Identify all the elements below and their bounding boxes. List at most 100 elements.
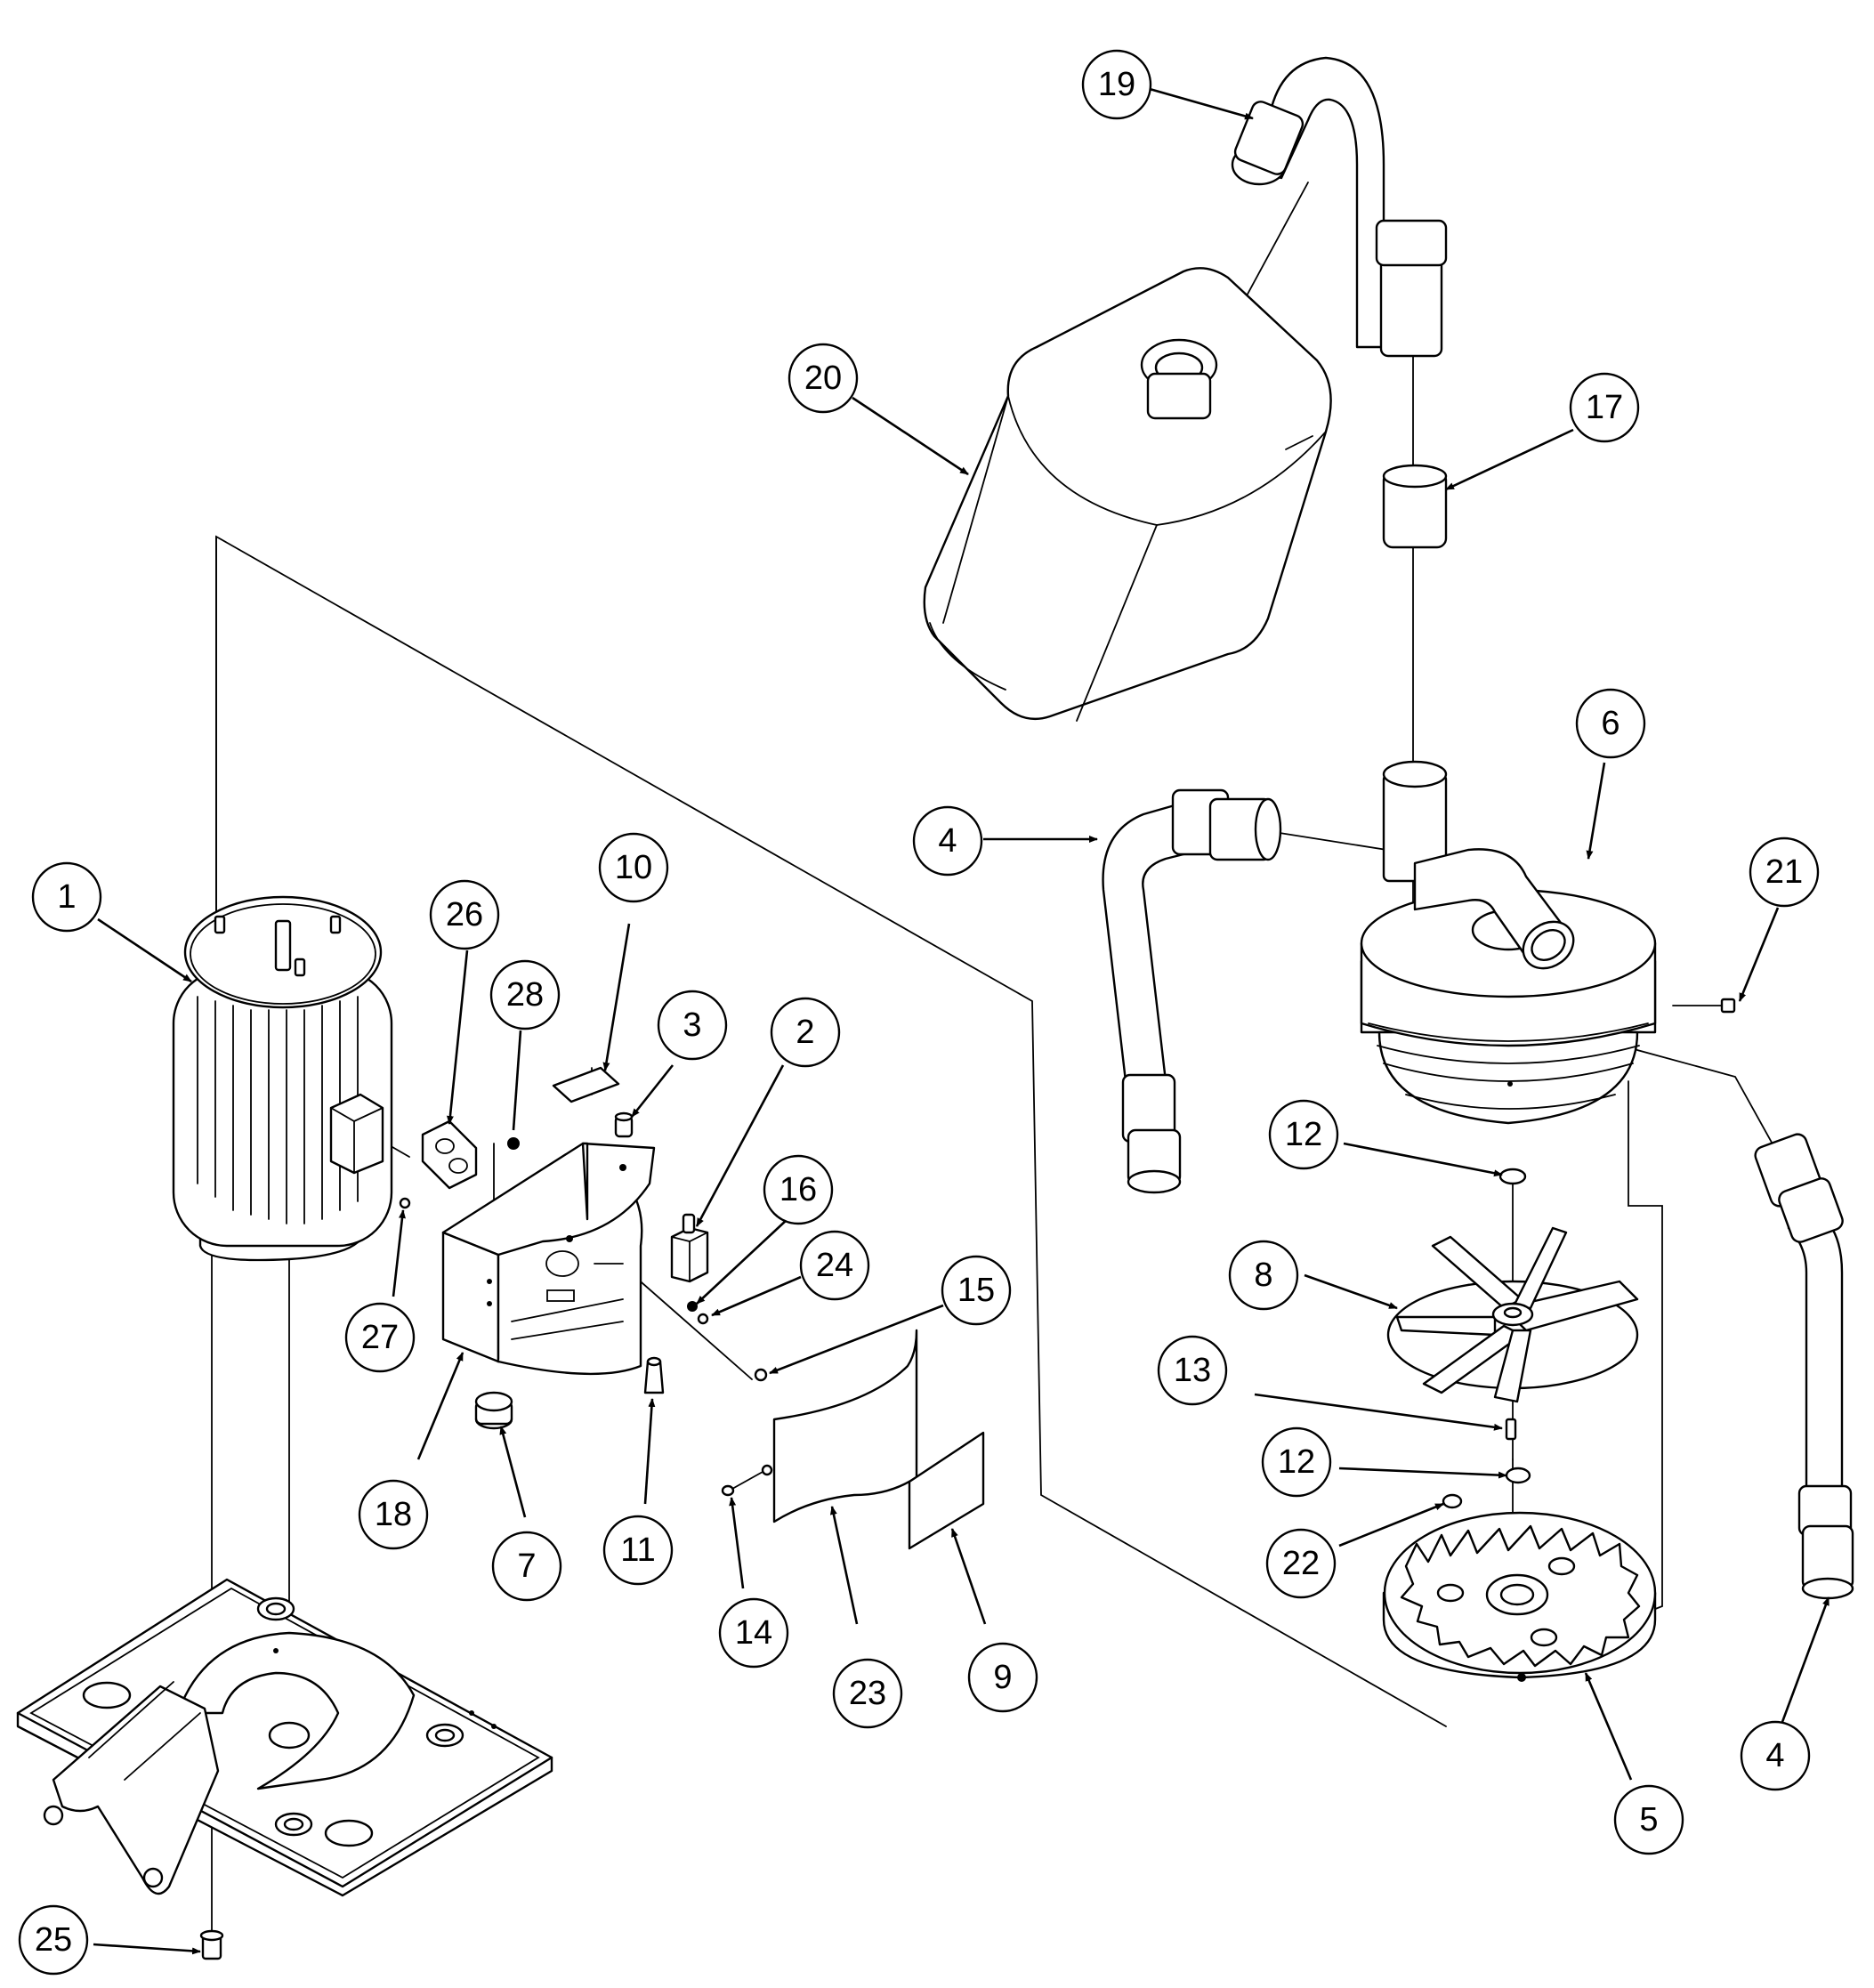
- leader-7: [499, 1426, 527, 1518]
- svg-text:5: 5: [1639, 1801, 1658, 1838]
- svg-text:13: 13: [1174, 1352, 1211, 1389]
- motor: [172, 895, 393, 1262]
- svg-text:12: 12: [1278, 1443, 1315, 1481]
- callout-1: 1: [31, 861, 102, 933]
- leader-18: [416, 1352, 464, 1460]
- callout-8: 8: [1228, 1240, 1299, 1311]
- leader-28: [512, 1030, 522, 1131]
- leader-12a: [1343, 1142, 1503, 1177]
- callout-26: 26: [429, 879, 500, 950]
- callout-21: 21: [1749, 836, 1820, 908]
- switch: [670, 1213, 709, 1283]
- leader-1: [97, 917, 192, 983]
- plate-screw: [1442, 1493, 1463, 1509]
- callout-17: 17: [1569, 372, 1640, 443]
- svg-text:17: 17: [1586, 389, 1623, 426]
- callout-24: 24: [799, 1230, 870, 1301]
- leader-3: [630, 1064, 674, 1118]
- svg-text:11: 11: [620, 1531, 655, 1569]
- callouts: 19 20 17 6 4 21 1 26 10 28 3 2 16 24 15 …: [18, 49, 1820, 1976]
- leader-14: [729, 1497, 745, 1589]
- coupler: [1382, 464, 1448, 549]
- base-bolt: [199, 1929, 224, 1960]
- svg-text:8: 8: [1254, 1257, 1272, 1294]
- impeller: [1386, 1226, 1639, 1403]
- callout-5: 5: [1613, 1784, 1684, 1855]
- svg-text:4: 4: [938, 822, 957, 860]
- leader-12b: [1338, 1467, 1507, 1479]
- callout-23: 23: [832, 1658, 903, 1729]
- leader-20: [852, 396, 969, 476]
- base-plate-disc: [1382, 1511, 1657, 1682]
- grommet-screw: [507, 1137, 520, 1150]
- callout-4a: 4: [912, 805, 983, 877]
- svg-text:23: 23: [849, 1675, 886, 1712]
- callout-7: 7: [491, 1531, 562, 1602]
- leader-16: [696, 1218, 788, 1305]
- svg-text:16: 16: [779, 1171, 817, 1208]
- svg-text:10: 10: [615, 849, 652, 886]
- callout-10: 10: [598, 832, 669, 903]
- terminal-box: [421, 1119, 478, 1190]
- callout-4b: 4: [1740, 1720, 1811, 1791]
- svg-text:25: 25: [35, 1921, 72, 1959]
- leader-8: [1304, 1273, 1398, 1310]
- svg-text:26: 26: [446, 896, 483, 933]
- callout-20: 20: [788, 343, 859, 414]
- svg-text:14: 14: [735, 1614, 772, 1652]
- hose-right: [1754, 1133, 1854, 1600]
- leader-17: [1445, 428, 1574, 491]
- leader-24: [711, 1275, 802, 1317]
- callout-28: 28: [489, 959, 561, 1030]
- elbow-tube: [1231, 56, 1448, 358]
- leader-22: [1338, 1502, 1444, 1548]
- leader-15: [769, 1304, 944, 1375]
- leader-11: [643, 1398, 656, 1505]
- svg-text:19: 19: [1098, 66, 1135, 103]
- warning-label: [552, 1066, 620, 1103]
- svg-text:15: 15: [957, 1272, 995, 1309]
- set-screw: [1672, 998, 1736, 1014]
- washer-lower: [1505, 1467, 1531, 1484]
- svg-text:7: 7: [517, 1548, 536, 1585]
- callout-3: 3: [657, 990, 728, 1061]
- svg-text:3: 3: [683, 1006, 701, 1044]
- leader-25: [93, 1943, 201, 1955]
- svg-text:9: 9: [993, 1659, 1012, 1696]
- svg-text:2: 2: [796, 1014, 814, 1051]
- callout-18: 18: [358, 1479, 429, 1550]
- electrical-box: [441, 1142, 656, 1376]
- svg-text:18: 18: [375, 1496, 412, 1533]
- callout-9: 9: [967, 1642, 1038, 1713]
- blower-housing: [1360, 760, 1657, 1125]
- svg-text:28: 28: [506, 976, 544, 1014]
- leader-9: [950, 1528, 987, 1625]
- leader-21: [1738, 907, 1780, 1002]
- label-plate: [908, 1431, 985, 1550]
- leader-lines: [93, 87, 1830, 1955]
- key: [1505, 1418, 1517, 1441]
- svg-text:21: 21: [1765, 853, 1803, 891]
- callout-12a: 12: [1268, 1099, 1339, 1170]
- callout-22: 22: [1265, 1528, 1337, 1599]
- callout-25: 25: [18, 1904, 89, 1976]
- svg-text:24: 24: [816, 1247, 853, 1284]
- leader-4b: [1781, 1596, 1830, 1723]
- callout-12b: 12: [1261, 1426, 1332, 1498]
- dust-bag: [923, 267, 1332, 722]
- leader-6: [1586, 762, 1606, 860]
- leader-2: [695, 1064, 785, 1227]
- main-base: [16, 1578, 553, 1897]
- nut: [687, 1301, 698, 1312]
- wire-nut: [643, 1356, 665, 1394]
- motor-screw: [399, 1197, 411, 1209]
- leader-19: [1149, 87, 1254, 120]
- cover-screw: [721, 1464, 773, 1497]
- svg-text:27: 27: [361, 1319, 399, 1356]
- callout-14: 14: [718, 1597, 789, 1669]
- leader-27: [392, 1209, 406, 1297]
- cap-nut: [614, 1111, 634, 1138]
- washer-upper: [1498, 1168, 1527, 1185]
- callout-2: 2: [770, 997, 841, 1068]
